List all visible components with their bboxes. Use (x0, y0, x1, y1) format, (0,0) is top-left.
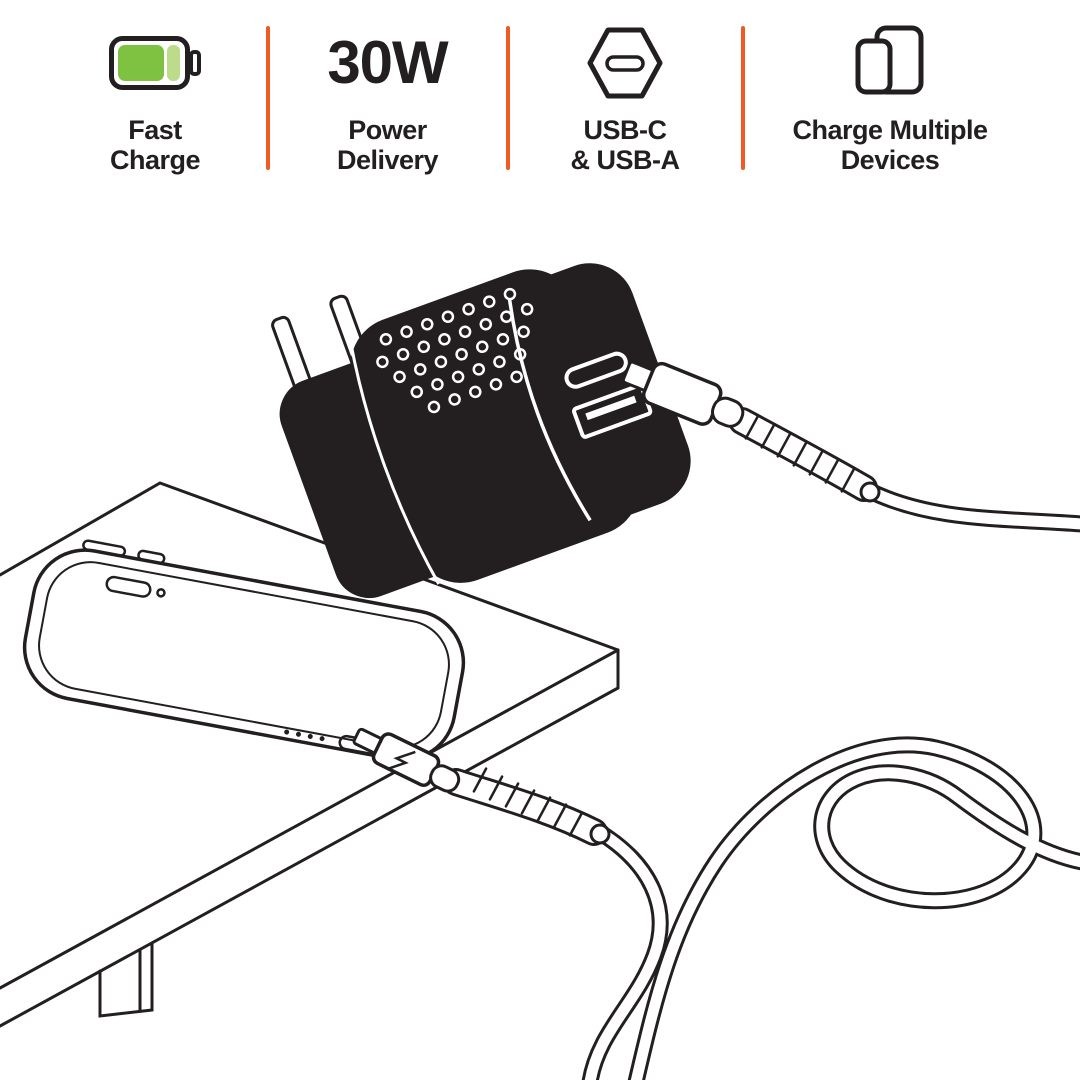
feature-charge-multiple: Charge Multiple Devices (763, 22, 1018, 175)
feature-label-line1: USB-C (583, 115, 668, 145)
phone-camera-dot (156, 588, 166, 598)
cable-coil (728, 407, 881, 503)
feature-label-line1: Power (348, 115, 427, 145)
phone-cable (439, 767, 669, 1080)
feature-label: Power Delivery (336, 115, 439, 175)
divider (265, 26, 270, 170)
feature-label-line2: Charge (109, 144, 201, 175)
feature-power-delivery: 30W Power Delivery (288, 22, 488, 175)
feature-strip: Fast Charge 30W Power Delivery (0, 22, 1080, 175)
vent-holes (376, 287, 534, 414)
wattage-headline: 30W (327, 29, 448, 96)
multiple-devices-icon (852, 22, 928, 104)
feature-label: Fast Charge (109, 115, 201, 175)
battery-icon (109, 22, 201, 104)
divider (740, 26, 745, 170)
feature-label: USB-C & USB-A (570, 115, 681, 175)
feature-fast-charge: Fast Charge (63, 22, 248, 175)
usb-a-tongue (585, 395, 637, 421)
charger-cable (711, 399, 1080, 533)
cable-loop (627, 736, 1080, 1080)
usb-c-port-icon (586, 22, 664, 104)
feature-label-line2: Devices (840, 144, 940, 175)
feature-label-line2: Delivery (336, 144, 439, 175)
lightning-bolt-icon (386, 750, 416, 771)
connector-boot (710, 396, 745, 428)
feature-usb-ports: USB-C & USB-A (528, 22, 723, 175)
coil-bead (859, 481, 881, 503)
charger-seam (349, 341, 441, 585)
feature-label-line1: Charge Multiple (792, 115, 988, 145)
phone-body (22, 548, 466, 762)
wall-charger (271, 263, 691, 598)
usb-c-port (564, 351, 628, 389)
feature-label-line1: Fast (128, 115, 182, 145)
feature-label: Charge Multiple Devices (792, 115, 988, 175)
coil-bead (589, 823, 611, 845)
desk (0, 481, 620, 1028)
lightning-connector (352, 727, 461, 793)
cable-coil (442, 767, 611, 846)
phone-camera-pill (105, 575, 152, 598)
charger-seam (507, 298, 592, 522)
divider (505, 26, 510, 170)
connector-boot (429, 764, 461, 793)
feature-label-line2: & USB-A (570, 144, 681, 175)
usb-c-connector (621, 360, 745, 428)
phone-screen-edge (38, 561, 450, 749)
